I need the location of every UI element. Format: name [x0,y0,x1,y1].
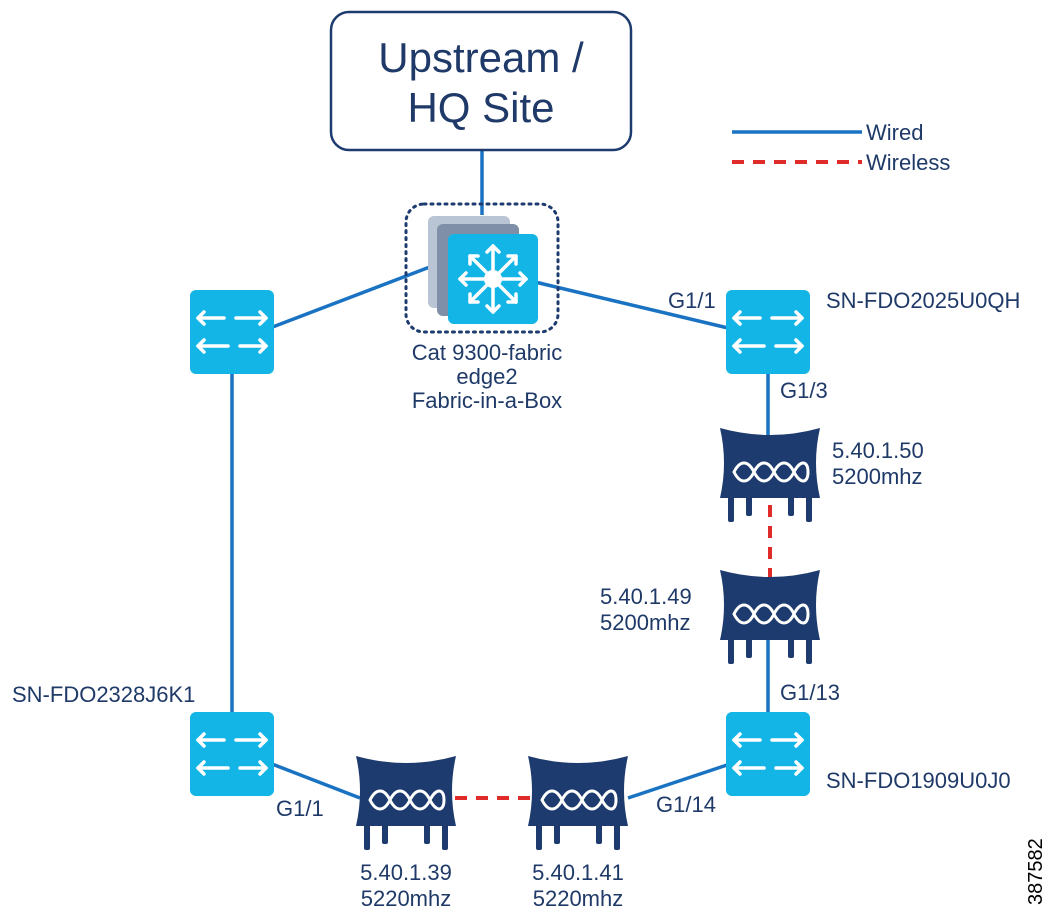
switch-right-bottom: SN-FDO1909U0J0 G1/13 G1/14 [656,680,1011,817]
switch-right-bottom-port-up: G1/13 [780,680,840,705]
upstream-box [329,10,633,152]
bridge-mid-freq: 5200mhz [600,610,691,635]
switch-left-bottom-name: SN-FDO2328J6K1 [12,682,195,707]
bridge-mid-ip: 5.40.1.49 [600,584,692,609]
bridge-bl-ip: 5.40.1.39 [360,860,452,885]
wireless-bridge-icon [356,756,456,850]
link-left-bottom-bridge-bl [271,762,361,800]
link-core-left-switch [269,263,436,330]
link-core-right-switch [534,280,729,330]
switch-right-top-name: SN-FDO2025U0QH [826,288,1020,313]
bridge-mid: 5.40.1.49 5200mhz [600,570,820,664]
switch-icon [190,290,274,374]
switch-right-bottom-port-left: G1/14 [656,792,716,817]
switch-right-top-port-in: G1/1 [668,288,716,313]
switch-icon [726,712,810,796]
upstream-label-line1: Upstream / [378,34,584,81]
switch-left-top [190,290,274,374]
upstream-hq-node: Upstream / HQ Site [329,10,633,152]
switch-icon [190,712,274,796]
link-right-bottom-bridge-br [627,762,731,800]
wireless-bridge-icon [720,570,820,664]
switch-right-top: SN-FDO2025U0QH G1/1 G1/3 [668,288,1020,403]
core-label-line1: Cat 9300-fabric [412,340,562,365]
switch-icon [726,290,810,374]
switch-left-bottom-port: G1/1 [276,796,324,821]
bridge-top: 5.40.1.50 5200mhz [720,428,924,522]
bridge-top-ip: 5.40.1.50 [832,438,924,463]
upstream-label-line2: HQ Site [407,84,554,131]
bridge-br-ip: 5.40.1.41 [532,860,624,885]
fabric-in-a-box-outline [404,202,560,334]
wireless-bridge-icon [720,428,820,522]
bridge-bottom-left: 5.40.1.39 5220mhz [356,756,456,911]
legend-wireless-label: Wireless [866,150,950,175]
switch-right-top-port-out: G1/3 [780,378,828,403]
legend: Wired Wireless [732,120,950,175]
core-switch-node: Cat 9300-fabric edge2 Fabric-in-a-Box [404,202,562,413]
layer3-switch-icon [428,216,538,324]
bridge-bottom-right: 5.40.1.41 5220mhz [528,756,628,911]
wireless-bridge-icon [528,756,628,850]
core-label-line2: edge2 [456,364,517,389]
bridge-top-freq: 5200mhz [832,464,923,489]
bridge-bl-freq: 5220mhz [361,886,452,911]
links [230,150,772,800]
legend-wired-label: Wired [866,120,923,145]
switch-left-bottom: SN-FDO2328J6K1 G1/1 [12,682,324,821]
core-label-line3: Fabric-in-a-Box [412,388,562,413]
bridge-br-freq: 5220mhz [533,886,624,911]
figure-id: 387582 [1025,838,1047,905]
switch-right-bottom-name: SN-FDO1909U0J0 [826,768,1011,793]
